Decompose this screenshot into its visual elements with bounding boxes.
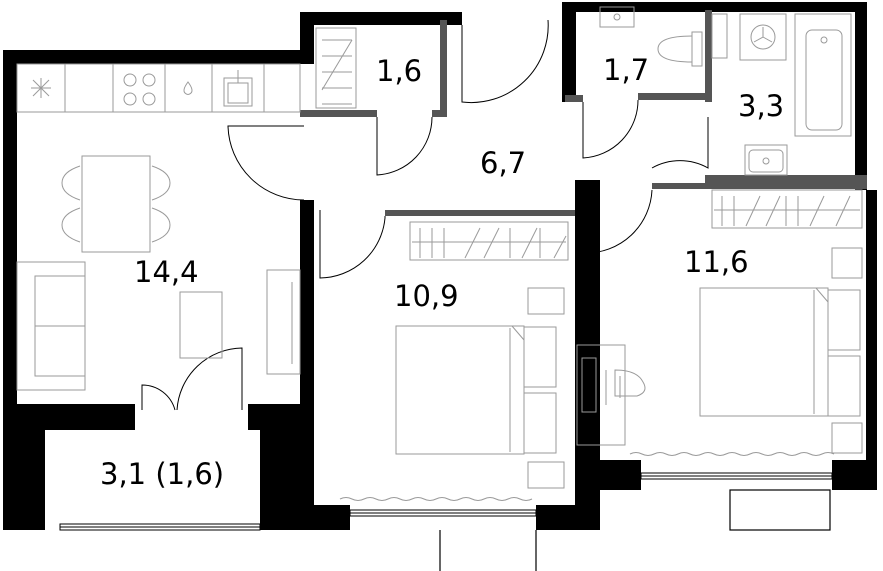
partitions [300,10,867,216]
sofa [16,261,86,391]
radiator-1 [339,497,533,501]
radiator-2 [629,452,835,456]
bathtub-icon [794,13,852,137]
toilet-icon [657,31,703,67]
desk-chair-icon [576,344,646,446]
windows [59,472,833,571]
label-toilet: 1,7 [603,53,649,87]
doors [141,19,709,411]
washbasin-icon [744,144,788,176]
hob-icon [123,73,156,106]
wardrobe-2 [711,189,863,229]
label-bathroom: 3,3 [738,89,784,123]
kitchen-counter [16,63,301,113]
dining-set [61,155,171,253]
label-hall: 6,7 [480,146,526,180]
label-storage: 1,6 [376,54,422,88]
water-drop-icon [183,81,193,95]
bed-icon [395,287,565,489]
room-labels: 14,4 1,6 6,7 1,7 3,3 10,9 11,6 3,1 (1,6) [100,53,784,491]
washbasin-small-icon [599,6,635,28]
coffee-table [179,291,223,359]
bed-icon-2 [699,247,863,454]
tv-unit [266,269,301,375]
outer-walls [3,2,877,530]
sink-icon [223,70,253,107]
wardrobe-1 [409,221,569,261]
label-balcony: 3,1 (1,6) [100,457,224,491]
label-bedroom-1: 10,9 [394,279,459,313]
label-bedroom-2: 11,6 [684,245,749,279]
washing-machine-icon [739,13,787,61]
shelf-small [711,13,728,59]
storage-shelves [315,27,357,109]
label-kitchen-living: 14,4 [134,255,199,289]
fridge-icon [31,78,51,98]
